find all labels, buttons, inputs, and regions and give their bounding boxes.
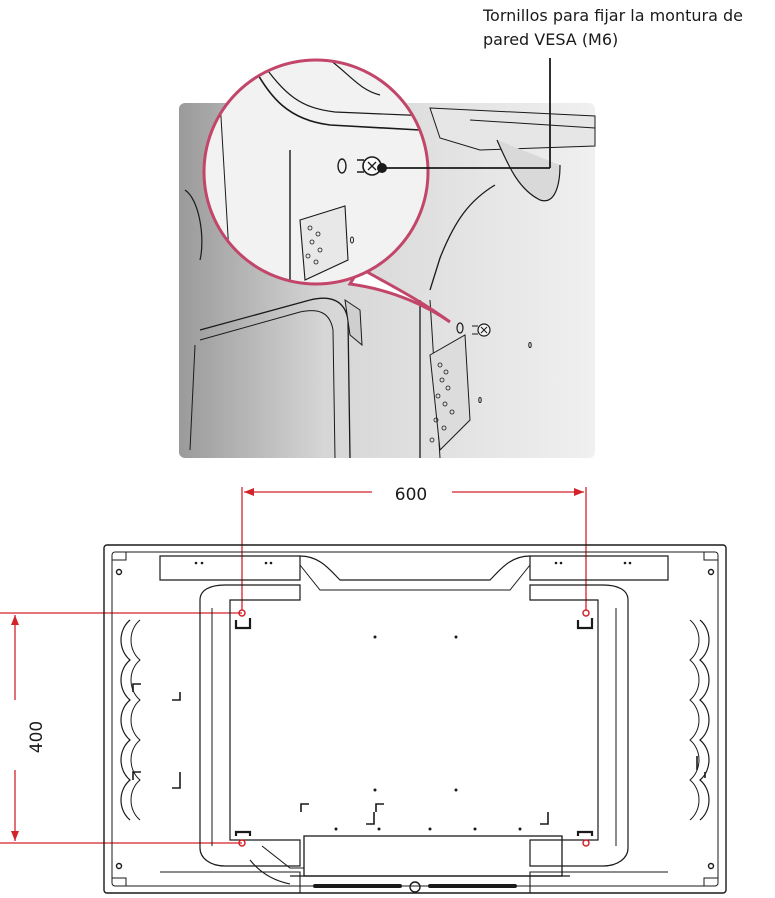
magnified-detail [204, 60, 428, 284]
rear-markings [194, 561, 632, 831]
callout-label: Tornillos para fijar la montura de pared… [483, 4, 773, 52]
dimension-400-label: 400 [27, 721, 47, 753]
tv-rear-view-drawing [103, 544, 727, 894]
mount-hole-bottom-right [576, 830, 594, 847]
callout-label-line-1: Tornillos para fijar la montura de [483, 6, 743, 25]
mount-hole-bottom-left [234, 830, 252, 847]
vesa-screw-icon [357, 156, 382, 176]
vesa-mount-holes [234, 609, 594, 847]
mount-hole-top-left [234, 609, 252, 630]
dimension-400 [0, 612, 242, 844]
corner-marks [132, 683, 706, 825]
small-screw-icon [472, 323, 491, 337]
callout-label-line-2: pared VESA (M6) [483, 30, 619, 49]
dimension-600-label: 600 [395, 485, 427, 505]
callout-leader [377, 58, 551, 173]
magnifier-callout [202, 58, 451, 324]
dimension-600 [241, 487, 587, 610]
mount-hole-top-right [576, 609, 594, 630]
